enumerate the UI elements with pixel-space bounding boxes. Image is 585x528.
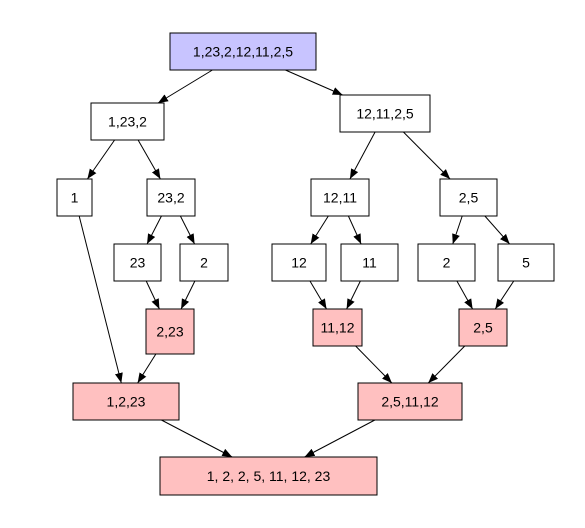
node-r12: 11 bbox=[340, 243, 399, 282]
edge-l1-to-m-l bbox=[78, 215, 123, 384]
edge-r1-to-r12 bbox=[347, 215, 362, 245]
edge-l2-to-l22 bbox=[179, 215, 196, 245]
node-box bbox=[113, 243, 162, 282]
edge-m-r2-to-m-r bbox=[427, 345, 466, 384]
node-box bbox=[169, 32, 317, 71]
node-box bbox=[72, 382, 180, 421]
node-label: 12 bbox=[291, 255, 307, 271]
node-l21: 23 bbox=[113, 243, 162, 282]
node-label: 1,23,2,12,11,2,5 bbox=[193, 44, 293, 60]
edge-r2-to-r21 bbox=[452, 215, 463, 245]
node-box bbox=[497, 243, 555, 282]
node-label: 2 bbox=[200, 255, 208, 271]
node-label: 11 bbox=[362, 255, 377, 271]
edge-l-to-l2 bbox=[137, 139, 161, 180]
node-label: 2,5 bbox=[459, 190, 479, 206]
node-label: 1,2,23 bbox=[107, 394, 146, 410]
edge-r22-to-m-r2 bbox=[494, 280, 515, 310]
edge-l21-to-m-l2 bbox=[145, 280, 160, 310]
node-label: 1 bbox=[71, 190, 79, 206]
edge-r-to-r2 bbox=[403, 131, 451, 180]
node-label: 12,11,2,5 bbox=[356, 106, 414, 122]
node-box bbox=[179, 243, 229, 282]
edge-r12-to-m-r1 bbox=[346, 280, 361, 310]
node-box bbox=[439, 178, 498, 217]
node-box bbox=[312, 308, 363, 347]
node-box bbox=[417, 243, 476, 282]
node-label: 2,5 bbox=[473, 320, 493, 336]
node-label: 23 bbox=[130, 255, 146, 271]
node-label: 2,5,11,12 bbox=[381, 394, 439, 410]
node-r: 12,11,2,5 bbox=[339, 94, 431, 133]
node-l2: 23,2 bbox=[146, 178, 196, 217]
node-label: 1, 2, 2, 5, 11, 12, 23 bbox=[207, 468, 331, 484]
node-box bbox=[339, 94, 431, 133]
edge-r1-to-r11 bbox=[310, 215, 329, 245]
node-label: 12,11 bbox=[323, 190, 357, 206]
node-label: 5 bbox=[522, 255, 530, 271]
edge-r2-to-r22 bbox=[484, 215, 511, 245]
edges-layer bbox=[78, 69, 515, 458]
node-r1: 12,11 bbox=[310, 178, 370, 217]
edge-root-to-r bbox=[285, 69, 343, 96]
edge-l22-to-m-l2 bbox=[180, 280, 196, 310]
edge-l-to-l1 bbox=[86, 139, 116, 180]
node-root: 1,23,2,12,11,2,5 bbox=[169, 32, 317, 71]
nodes-layer: 1,23,2,12,11,2,5 1,23,2 12,11,2,5 1 23,2 12,1… bbox=[56, 32, 555, 496]
node-box bbox=[145, 308, 195, 355]
node-box bbox=[310, 178, 370, 217]
node-m-l2: 2,23 bbox=[145, 308, 195, 355]
edge-l2-to-l21 bbox=[146, 215, 162, 245]
node-box bbox=[340, 243, 399, 282]
node-box bbox=[159, 456, 378, 496]
edge-m-r-to-m-root bbox=[304, 419, 376, 458]
edge-root-to-l bbox=[157, 69, 213, 104]
edge-r-to-r1 bbox=[349, 131, 376, 180]
node-r21: 2 bbox=[417, 243, 476, 282]
node-box bbox=[271, 243, 327, 282]
node-label: 2 bbox=[443, 255, 451, 271]
node-label: 2,23 bbox=[156, 324, 183, 340]
node-label: 23,2 bbox=[157, 190, 184, 206]
edge-r11-to-m-r1 bbox=[309, 280, 327, 310]
edge-m-l-to-m-root bbox=[161, 419, 233, 458]
node-box bbox=[146, 178, 196, 217]
node-label: 1,23,2 bbox=[108, 114, 147, 130]
node-m-r1: 11,12 bbox=[312, 308, 363, 347]
node-l: 1,23,2 bbox=[90, 102, 165, 141]
node-l22: 2 bbox=[179, 243, 229, 282]
node-r22: 5 bbox=[497, 243, 555, 282]
node-m-r: 2,5,11,12 bbox=[357, 382, 463, 421]
node-box bbox=[90, 102, 165, 141]
node-r2: 2,5 bbox=[439, 178, 498, 217]
node-m-r2: 2,5 bbox=[458, 308, 508, 347]
edge-r21-to-m-r2 bbox=[456, 280, 474, 310]
node-box bbox=[357, 382, 463, 421]
edge-m-l2-to-m-l bbox=[137, 353, 157, 384]
node-l1: 1 bbox=[56, 178, 93, 217]
node-m-l: 1,2,23 bbox=[72, 382, 180, 421]
node-box bbox=[56, 178, 93, 217]
node-box bbox=[458, 308, 508, 347]
node-label: 11,12 bbox=[321, 320, 355, 336]
node-r11: 12 bbox=[271, 243, 327, 282]
edge-m-r1-to-m-r bbox=[355, 345, 393, 384]
node-m-root: 1, 2, 2, 5, 11, 12, 23 bbox=[159, 456, 378, 496]
